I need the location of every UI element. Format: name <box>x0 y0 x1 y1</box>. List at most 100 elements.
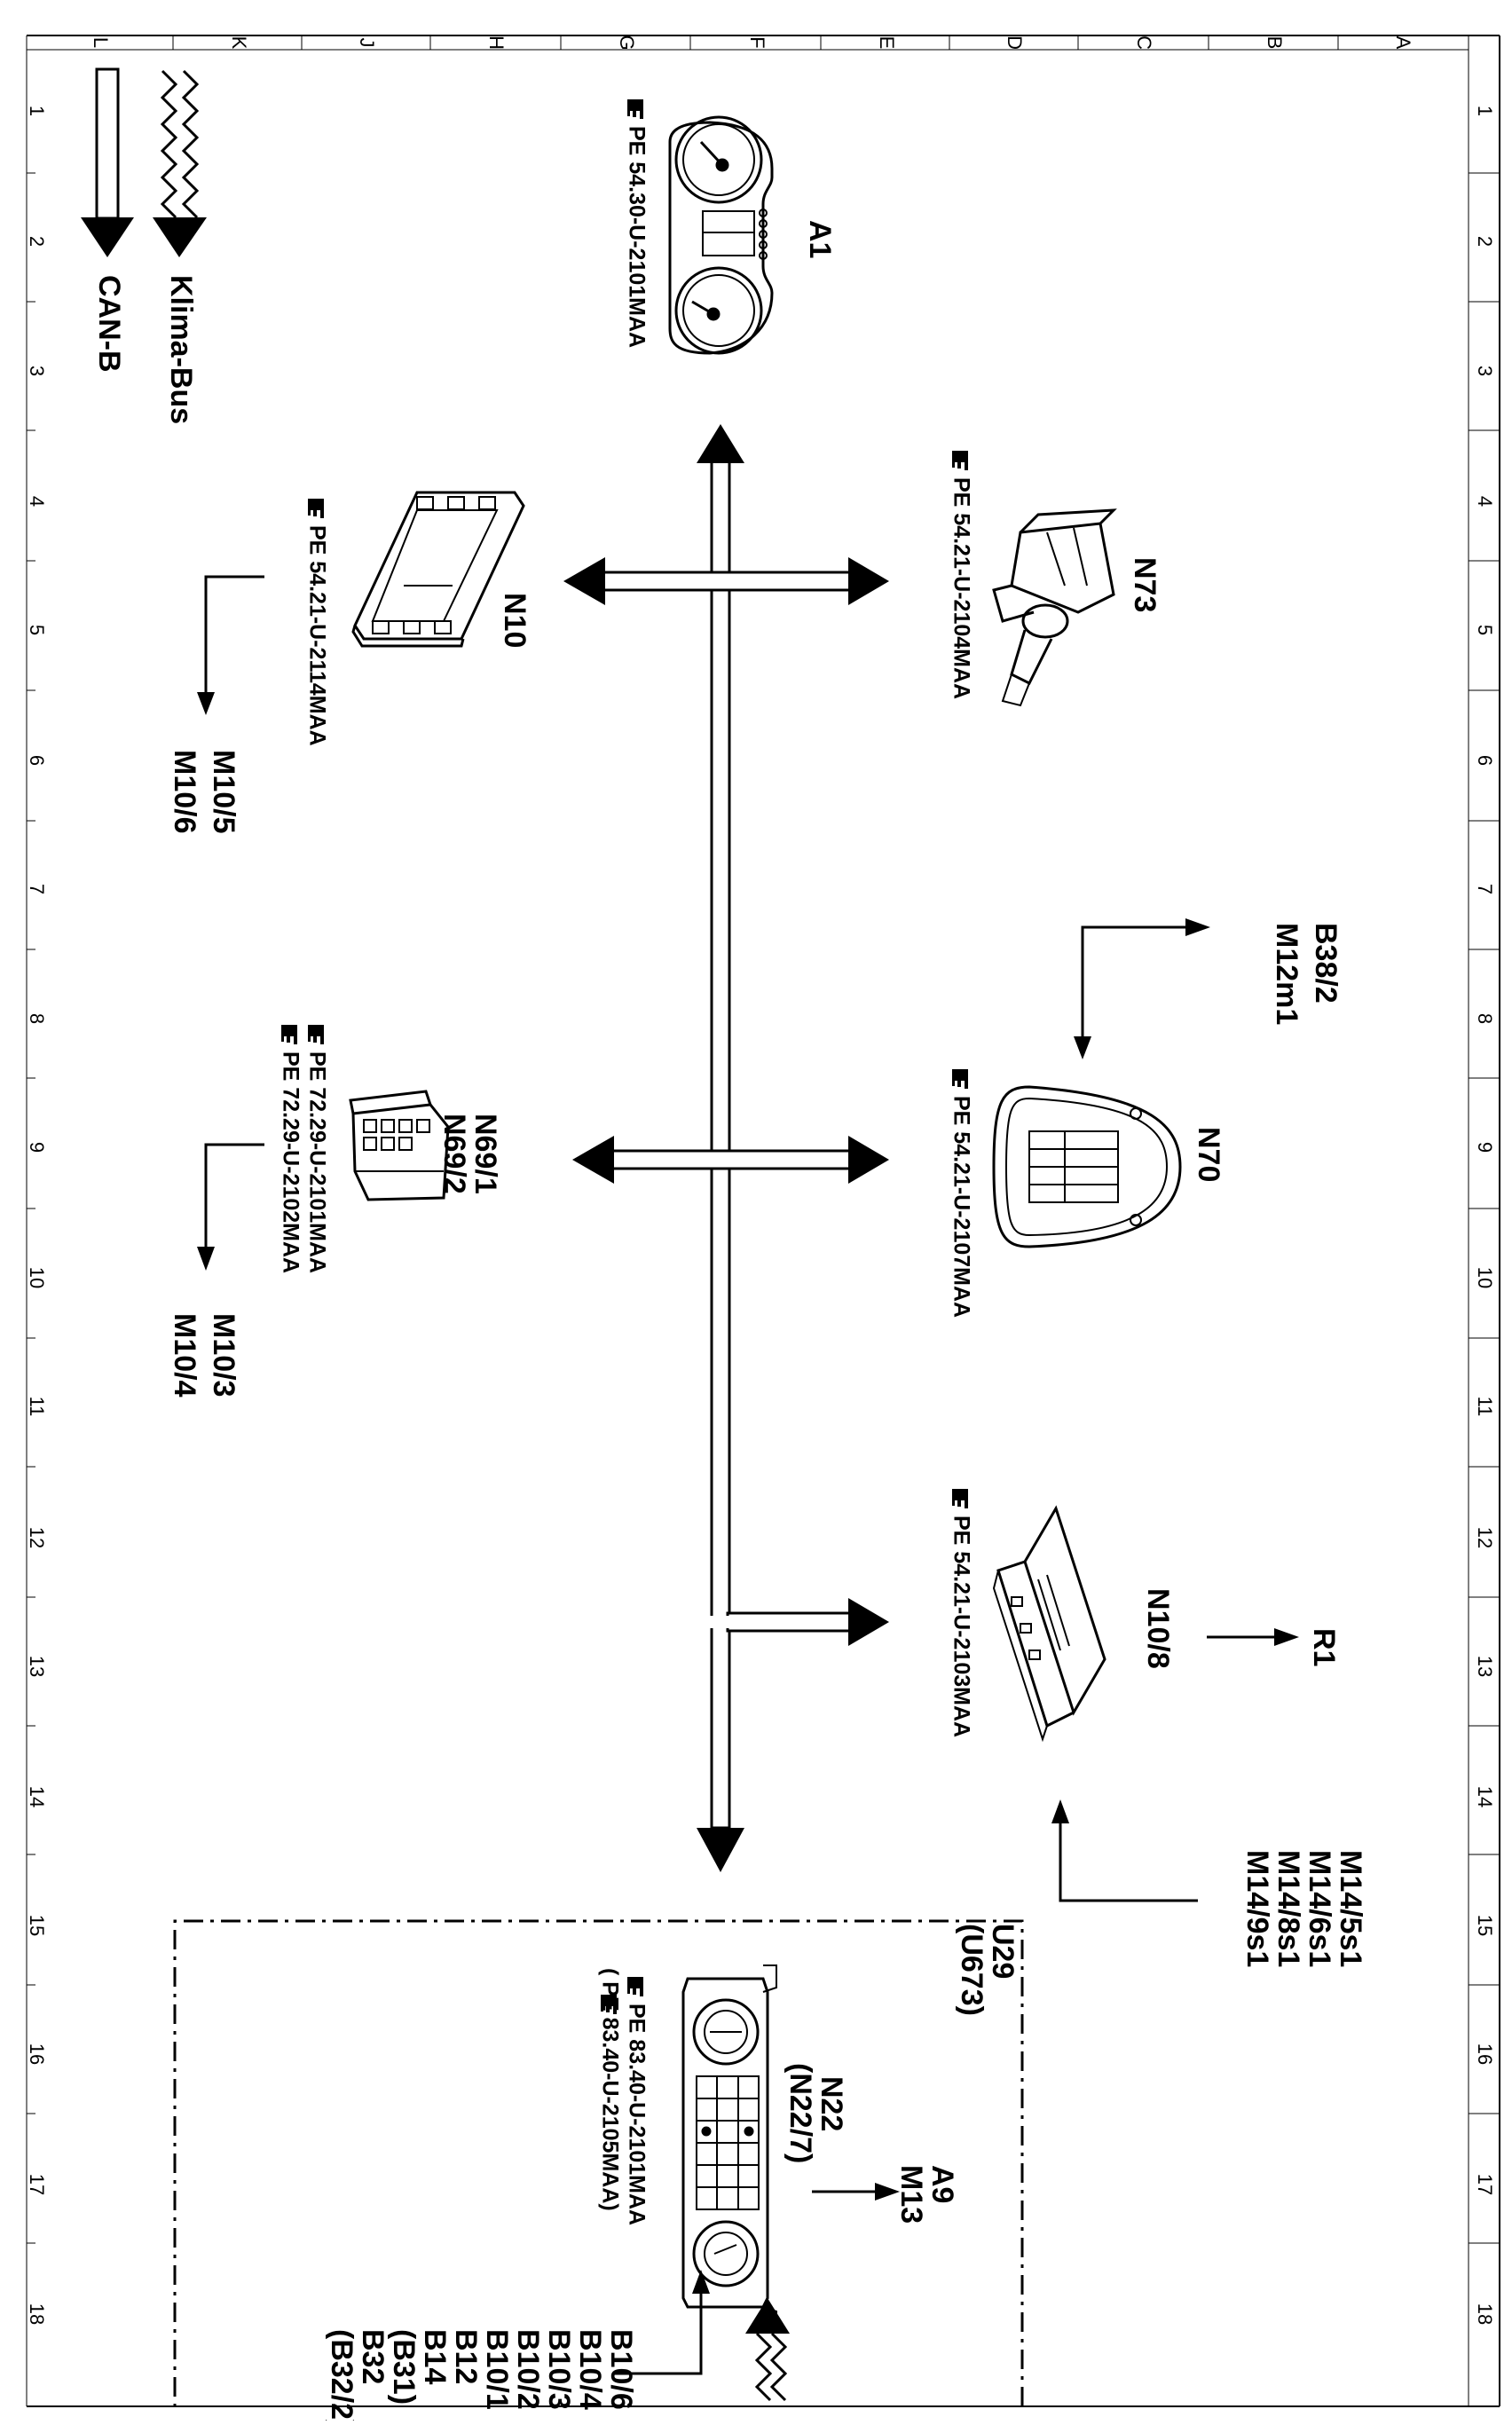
row-number: 8 <box>26 1013 48 1024</box>
row-number: 2 <box>26 236 48 247</box>
row-number: 9 <box>26 1142 48 1153</box>
row-number: 16 <box>26 2043 48 2065</box>
row-number: 9 <box>1474 1142 1496 1153</box>
row-number: 5 <box>1474 625 1496 635</box>
can-b-label: CAN-B <box>92 275 126 373</box>
n69-label-1: N69/1 <box>469 1114 502 1194</box>
a1-instrument-cluster: A1 PE 54.30-U-2101MAA <box>624 99 837 355</box>
row-number: 5 <box>26 625 48 635</box>
column-letters: L K J H G F E D C B A <box>90 35 1414 50</box>
row-number: 14 <box>1474 1786 1496 1807</box>
row-number: 7 <box>1474 884 1496 894</box>
col-letter: F <box>746 36 768 48</box>
col-letter: C <box>1133 35 1155 50</box>
n69-label-2: N69/2 <box>437 1114 471 1194</box>
n10-8-input-1: M14/5s1 <box>1334 1850 1367 1967</box>
n22-climate-control: N22 (N22/7) PE 83.40-U-2101MAA ( PE 83.4… <box>325 1964 959 2425</box>
pointer-hand-icon <box>627 99 643 119</box>
n69-reference-1: PE 72.29-U-2101MAA <box>304 1051 329 1273</box>
row-number: 1 <box>1474 106 1496 116</box>
n10-8-rear-sam: N10/8 PE 54.21-U-2103MAA R1 M14/5s1 M14/… <box>949 1489 1367 1967</box>
row-number: 16 <box>1474 2043 1496 2065</box>
row-number: 15 <box>26 1915 48 1936</box>
n10-output-2: M10/6 <box>168 750 201 834</box>
n10-8-output: R1 <box>1307 1628 1341 1666</box>
main-bus <box>697 424 744 1872</box>
n22-input: B32 <box>356 2329 390 2384</box>
climate-control-unit-icon <box>681 1964 777 2330</box>
n10-8-input-arrow <box>1051 1799 1198 1902</box>
pointer-hand-icon <box>308 499 324 518</box>
n22-output-2: M13 <box>894 2165 928 2224</box>
ignition-switch-icon <box>992 508 1117 707</box>
n22-label: N22 <box>815 2076 848 2131</box>
row-number: 14 <box>26 1786 48 1807</box>
col-letter: A <box>1392 36 1414 50</box>
n10-reference: PE 54.21-U-2114MAA <box>304 525 329 746</box>
pointer-hand-icon <box>308 1025 324 1044</box>
row-number: 15 <box>1474 1915 1496 1936</box>
row-number: 17 <box>26 2174 48 2195</box>
n70-input-arrow <box>1074 918 1210 1059</box>
door-module-icon <box>349 1090 450 1201</box>
klima-bus-label: Klima-Bus <box>164 275 198 424</box>
n22-input: B10/3 <box>542 2329 576 2410</box>
row-number: 13 <box>26 1656 48 1677</box>
branch-n10-n73 <box>563 557 889 605</box>
overhead-panel-icon <box>992 1085 1182 1248</box>
n22-input: B12 <box>449 2329 483 2384</box>
col-letter: J <box>356 38 378 48</box>
n22-7-label: (N22/7) <box>784 2063 817 2163</box>
can-b-symbol <box>81 67 134 257</box>
klima-bus-connection-icon <box>745 2298 790 2402</box>
n73-reference: PE 54.21-U-2104MAA <box>949 477 973 699</box>
col-letter: D <box>1004 35 1026 50</box>
row-number: 1 <box>26 106 48 116</box>
n69-reference-2: PE 72.29-U-2102MAA <box>278 1051 303 1273</box>
col-letter: H <box>485 35 508 50</box>
pointer-hand-icon <box>952 451 968 470</box>
n10-8-output-arrow <box>1207 1628 1299 1646</box>
n10-label: N10 <box>498 593 532 648</box>
col-letter: G <box>616 35 638 50</box>
row-numbers-left: 1 2 3 4 5 6 7 8 9 10 11 12 13 14 15 16 1… <box>26 106 48 2325</box>
row-number: 17 <box>1474 2174 1496 2195</box>
n22-input: B10/4 <box>573 2329 607 2410</box>
col-letter: K <box>228 36 250 50</box>
row-number: 11 <box>26 1397 48 1417</box>
n10-8-input-3: M14/8s1 <box>1272 1850 1305 1967</box>
n22-input: (B32/2) <box>325 2329 358 2421</box>
control-module-icon <box>351 491 525 648</box>
n10-output-1: M10/5 <box>207 750 240 834</box>
n10-8-reference: PE 54.21-U-2103MAA <box>949 1516 973 1737</box>
row-number: 2 <box>1474 236 1496 247</box>
n69-output-1: M10/3 <box>207 1313 240 1398</box>
klima-bus-symbol <box>153 69 207 257</box>
col-letter: E <box>876 36 898 50</box>
n10-output-arrow <box>197 575 264 715</box>
row-number: 10 <box>26 1267 48 1288</box>
row-number: 11 <box>1474 1397 1496 1417</box>
branch-n10-8 <box>710 1598 889 1646</box>
instrument-cluster-icon <box>668 115 774 355</box>
row-number: 10 <box>1474 1267 1496 1288</box>
n70-label: N70 <box>1192 1127 1225 1182</box>
n22-reference-2: ( PE 83.40-U-2105MAA) <box>597 1968 622 2211</box>
u29-label: U29 <box>986 1924 1020 1979</box>
n70-input-1: B38/2 <box>1309 923 1343 1004</box>
row-number: 12 <box>26 1527 48 1548</box>
row-number: 3 <box>1474 366 1496 376</box>
n10-8-input-2: M14/6s1 <box>1303 1850 1336 1967</box>
row-number: 4 <box>26 496 48 507</box>
a1-reference: PE 54.30-U-2101MAA <box>624 126 649 348</box>
row-number: 4 <box>1474 496 1496 507</box>
u29-group-box: U29 (U673) <box>173 1919 1024 2406</box>
pointer-hand-icon <box>281 1025 297 1044</box>
n22-input: B14 <box>418 2329 452 2384</box>
n70-overhead-control-panel: N70 PE 54.21-U-2107MAA B38/2 M12m1 <box>949 918 1343 1318</box>
row-number: 7 <box>26 884 48 894</box>
u673-label: (U673) <box>955 1924 988 2016</box>
row-number: 18 <box>26 2303 48 2325</box>
legend: Klima-Bus CAN-B <box>81 67 207 424</box>
